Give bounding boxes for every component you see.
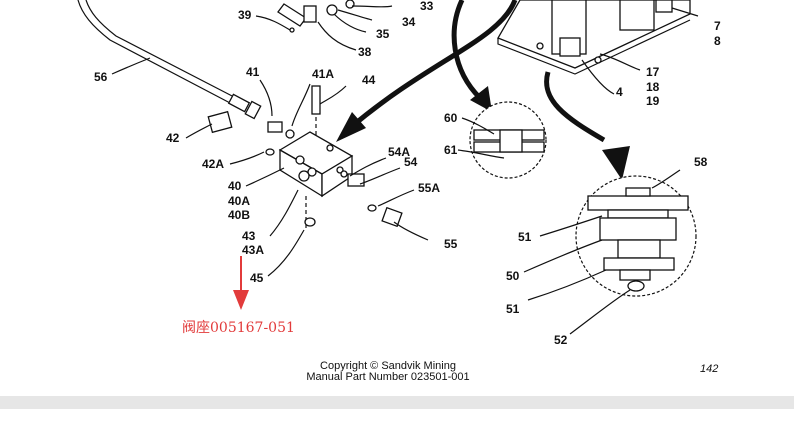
callout-7: 7: [714, 19, 721, 33]
valve-leaders: [111, 57, 429, 277]
callout-42a: 42A: [202, 157, 224, 171]
callout-52: 52: [554, 333, 568, 347]
callout-42: 42: [166, 131, 180, 145]
callout-40b: 40B: [228, 208, 250, 222]
callout-39: 39: [238, 8, 252, 22]
callout-55: 55: [444, 237, 458, 251]
manual-part-number: Manual Part Number 023501-001: [306, 371, 469, 383]
callout-4: 4: [616, 85, 623, 99]
annotation-text: 阀座005167-051: [182, 320, 295, 336]
callout-54: 54: [404, 155, 418, 169]
callout-44: 44: [362, 73, 376, 87]
bottom-scroll-bar[interactable]: [0, 396, 794, 409]
callout-40a: 40A: [228, 194, 250, 208]
detail-circle-b: [523, 169, 697, 335]
pipe-56: [77, 0, 262, 120]
callout-60: 60: [444, 111, 458, 125]
callout-41a: 41A: [312, 67, 334, 81]
copyright-text: Copyright © Sandvik Mining: [320, 360, 456, 372]
callout-33: 33: [420, 0, 434, 13]
callout-51-lower: 51: [506, 302, 520, 316]
callout-35: 35: [376, 27, 390, 41]
detail-circle-a: [457, 101, 547, 179]
callout-61: 61: [444, 143, 458, 157]
callout-8: 8: [714, 34, 721, 48]
bottom-gap: [0, 409, 794, 432]
callout-54a: 54A: [388, 145, 410, 159]
callout-18: 18: [646, 80, 660, 94]
top-fittings: [255, 0, 393, 51]
callout-40: 40: [228, 179, 242, 193]
mounting-assembly: [497, 0, 699, 95]
callout-38: 38: [358, 45, 372, 59]
callout-45: 45: [250, 271, 264, 285]
callout-19: 19: [646, 94, 660, 108]
callout-41: 41: [246, 65, 260, 79]
callout-56: 56: [94, 70, 108, 84]
flow-arrows: [336, 0, 630, 180]
callout-51-upper: 51: [518, 230, 532, 244]
callout-34: 34: [402, 15, 416, 29]
callout-58: 58: [694, 155, 708, 169]
callout-43a: 43A: [242, 243, 264, 257]
parts-diagram: 33 39 34 35 38 7 8 17 18 19 4 56 41 41A …: [77, 0, 721, 383]
callout-50: 50: [506, 269, 520, 283]
valve-block: [207, 85, 403, 230]
callout-55a: 55A: [418, 181, 440, 195]
red-annotation-arrow: [233, 256, 249, 310]
page-number: 142: [700, 363, 718, 375]
callout-17: 17: [646, 65, 660, 79]
callout-43: 43: [242, 229, 256, 243]
